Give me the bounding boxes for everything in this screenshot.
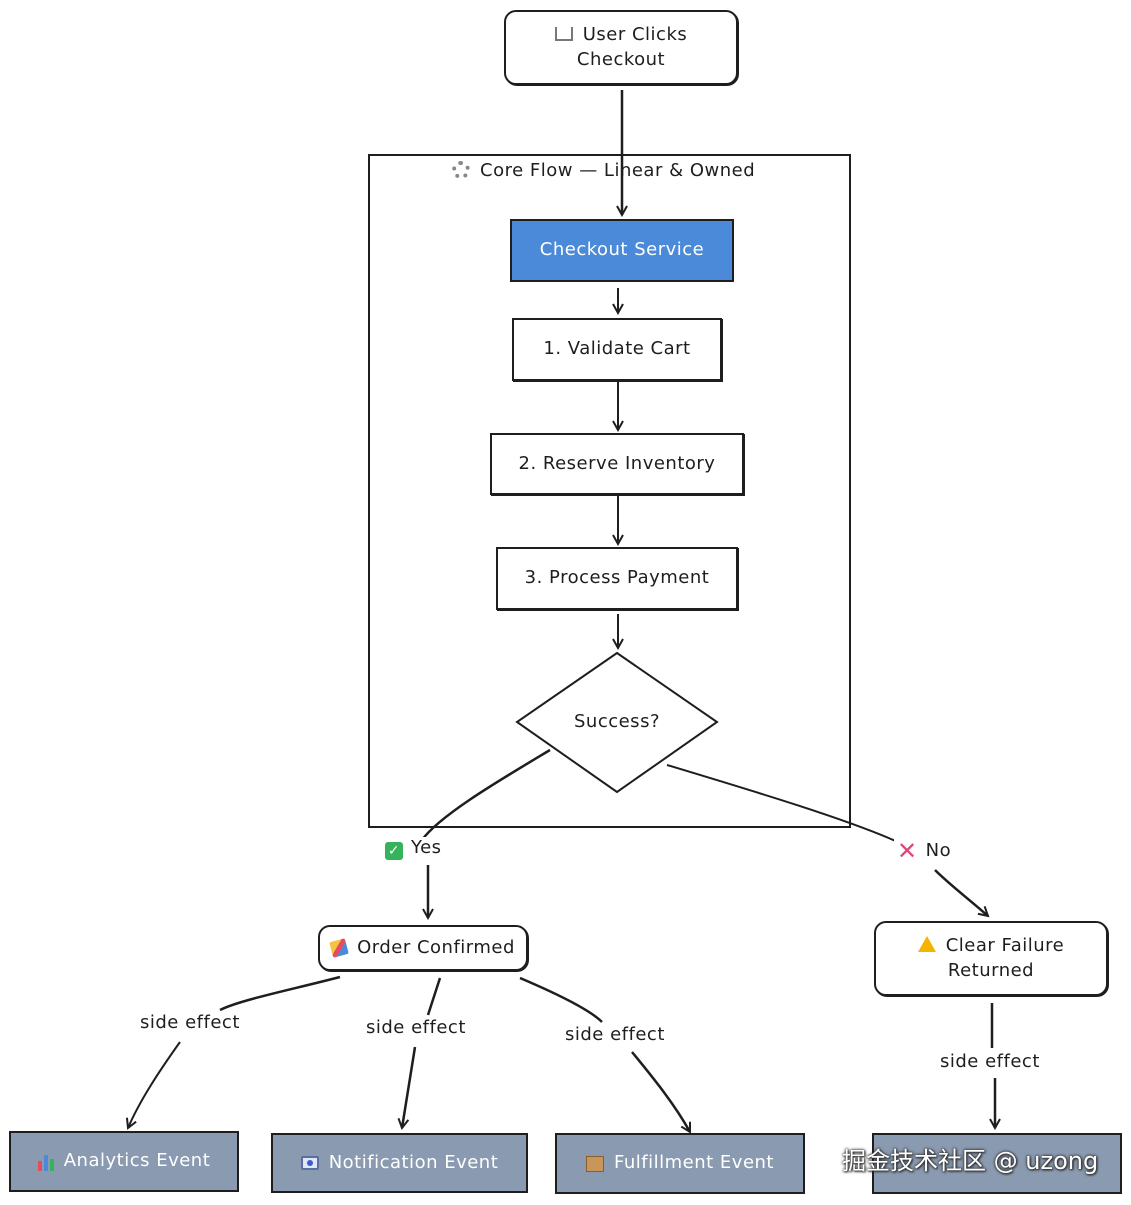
- party-popper-icon: [329, 938, 349, 958]
- notification-icon: [300, 1156, 319, 1170]
- step2-label: 2. Reserve Inventory: [518, 452, 716, 474]
- analytics-event-node: Analytics Event: [9, 1131, 239, 1192]
- side-effect-label-fulfillment: side effect: [562, 1024, 668, 1045]
- no-text: No: [925, 840, 952, 861]
- decision-label: Success?: [537, 705, 697, 739]
- notification-event-node: Notification Event: [271, 1133, 528, 1193]
- side-effect-label-notification: side effect: [363, 1017, 469, 1038]
- failure-node: Clear Failure Returned: [874, 921, 1108, 996]
- cross-icon: ✕: [897, 837, 918, 865]
- order-confirmed-label: Order Confirmed: [357, 936, 515, 958]
- check-icon: ✓: [385, 842, 403, 860]
- edge-label-no: ✕ No: [894, 837, 955, 865]
- watermark: 掘金技术社区 @ uzong: [842, 1147, 1099, 1175]
- decision-diamond: [515, 651, 719, 794]
- start-line2: Checkout: [576, 48, 666, 70]
- failure-line1: Clear Failure: [945, 935, 1065, 957]
- bar-chart-icon: [37, 1153, 54, 1171]
- fulfillment-event-node: Fulfillment Event: [555, 1133, 805, 1194]
- edge-fulfillment-a: [519, 976, 603, 1023]
- step3-label: 3. Process Payment: [524, 567, 710, 589]
- yes-text: Yes: [411, 837, 442, 858]
- order-confirmed-node: Order Confirmed: [318, 925, 528, 971]
- edge-no-2: [934, 869, 988, 916]
- failure-event-node: [872, 1133, 1122, 1194]
- step1-label: 1. Validate Cart: [543, 338, 691, 360]
- step-reserve-inventory: 2. Reserve Inventory: [490, 433, 744, 495]
- side-effect-label-analytics: side effect: [137, 1012, 243, 1033]
- start-line1: User Clicks: [582, 24, 688, 46]
- edge-analytics-a: [219, 975, 341, 1012]
- edge-label-yes: ✓ Yes: [382, 837, 445, 860]
- edge-fulfillment-b: [631, 1051, 692, 1132]
- step-process-payment: 3. Process Payment: [496, 547, 738, 610]
- edge-notification-b: [402, 1046, 417, 1128]
- edge-yes: [420, 748, 551, 841]
- gear-icon: [452, 161, 470, 179]
- edge-no: [666, 764, 901, 844]
- start-node: User Clicks Checkout: [504, 10, 738, 85]
- edge-notification-a: [426, 977, 442, 1016]
- decision-text: Success?: [573, 710, 660, 732]
- fulfillment-label: Fulfillment Event: [614, 1152, 774, 1174]
- group-title: Core Flow — Linear & Owned: [452, 160, 755, 181]
- package-icon: [586, 1155, 604, 1172]
- side-effect-label-failure: side effect: [937, 1051, 1043, 1072]
- failure-line2: Returned: [947, 959, 1035, 981]
- step-validate-cart: 1. Validate Cart: [512, 318, 722, 381]
- group-title-text: Core Flow — Linear & Owned: [480, 160, 756, 181]
- edge-analytics-b: [128, 1041, 181, 1128]
- core-flow-group-frame: [368, 154, 851, 828]
- warning-icon: [917, 936, 936, 953]
- cart-icon: [554, 27, 573, 42]
- checkout-service-label: Checkout Service: [539, 239, 705, 261]
- notification-label: Notification Event: [328, 1151, 499, 1173]
- checkout-service-node: Checkout Service: [510, 219, 734, 282]
- analytics-label: Analytics Event: [63, 1150, 211, 1172]
